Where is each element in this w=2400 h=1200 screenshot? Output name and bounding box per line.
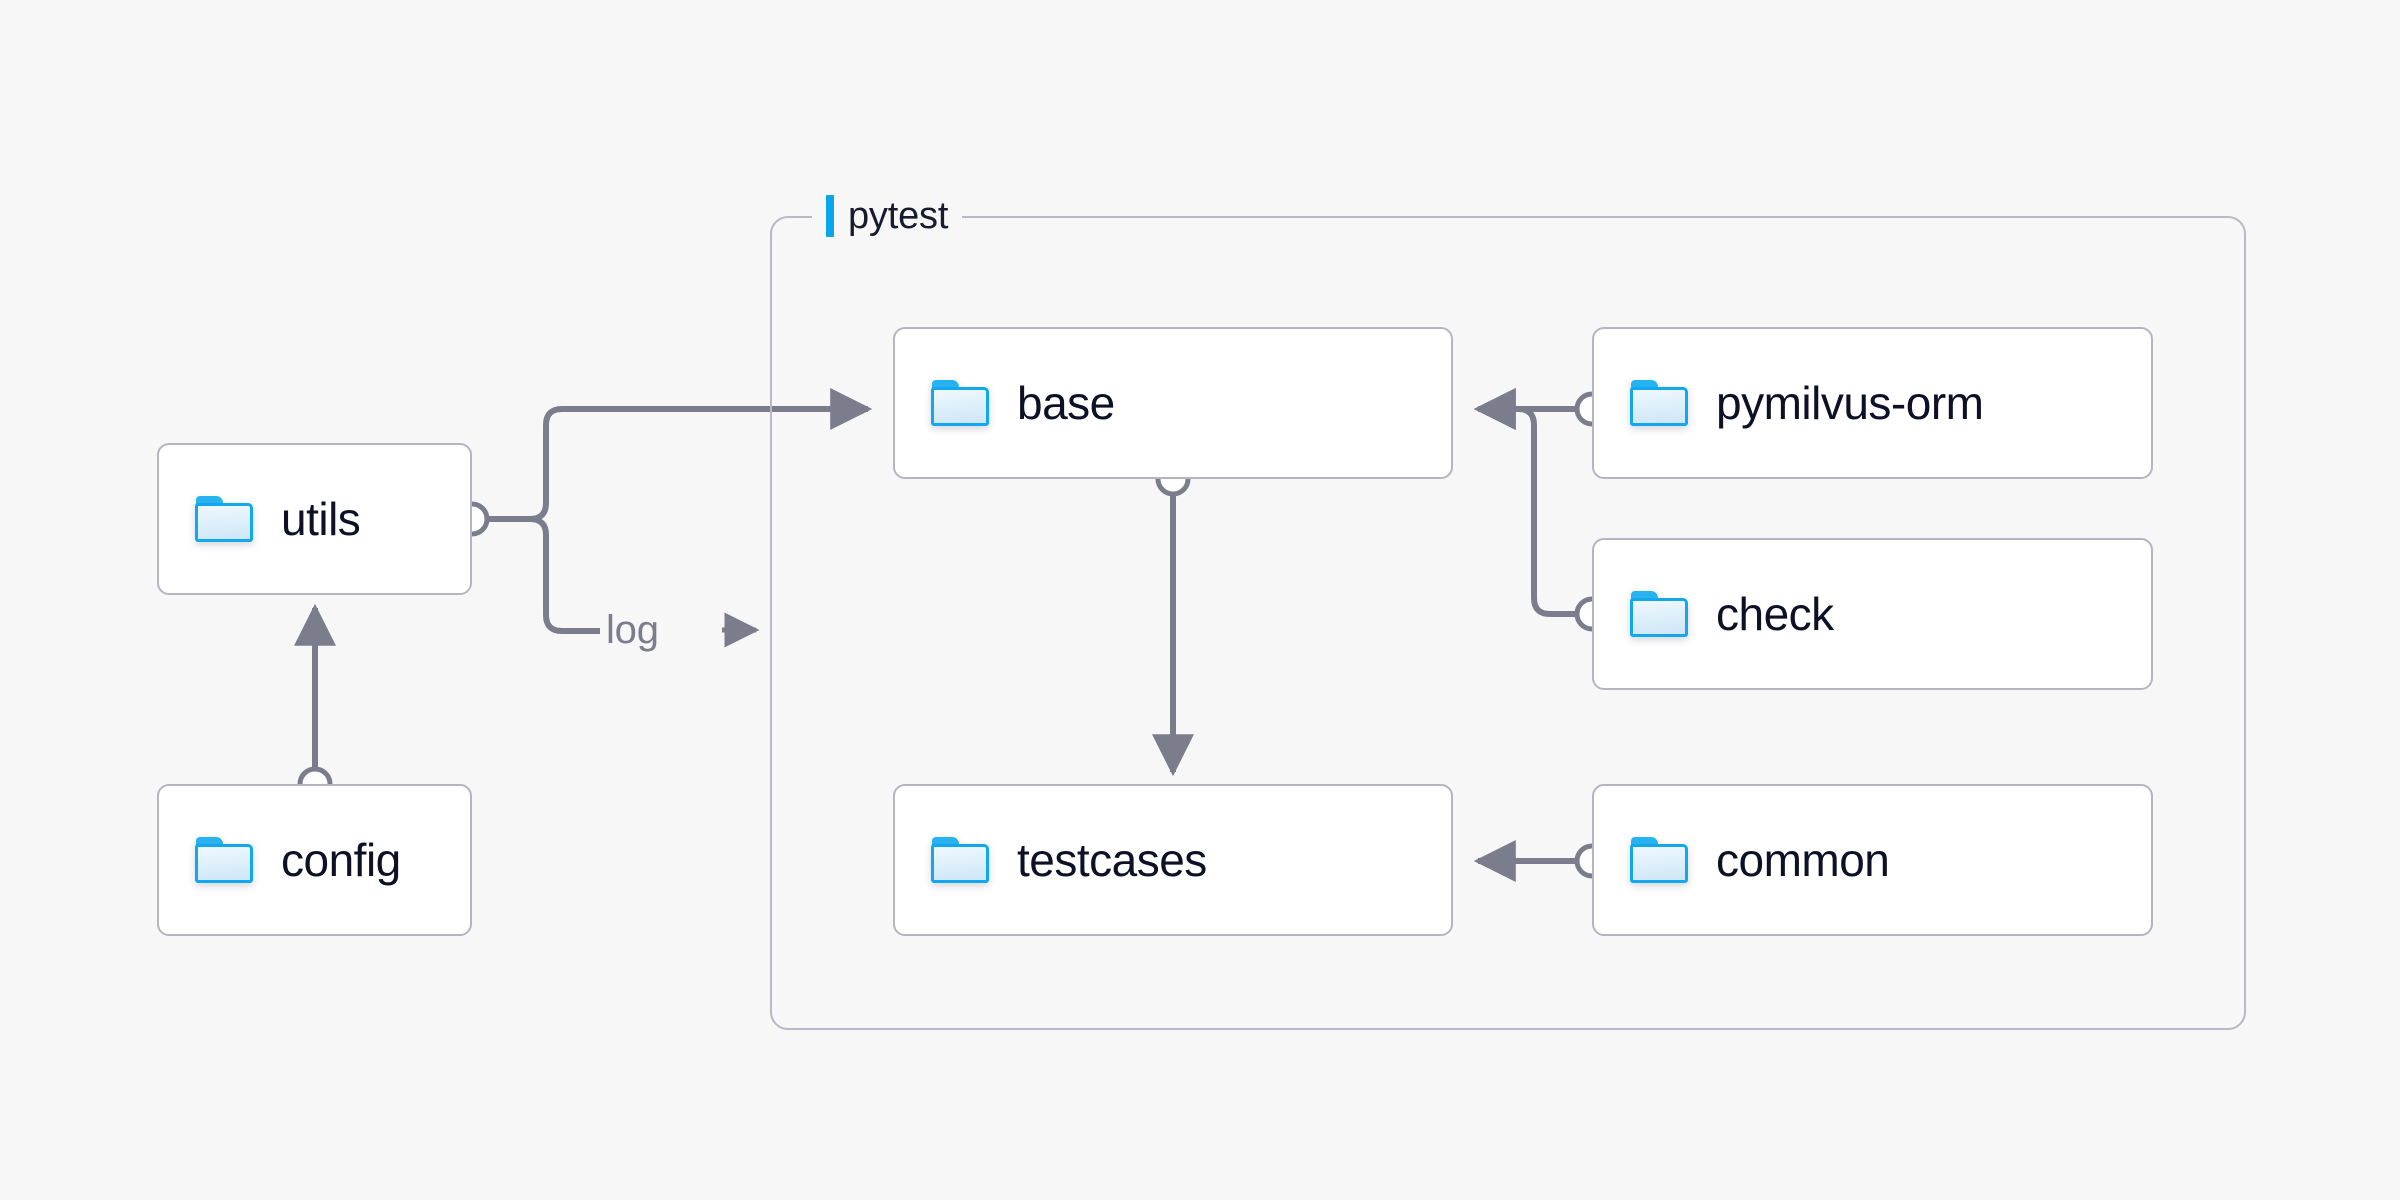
folder-icon (1630, 380, 1688, 426)
node-pymilvus-orm-label: pymilvus-orm (1716, 377, 1984, 429)
folder-icon (931, 837, 989, 883)
edge-utils-to-log (488, 516, 600, 634)
folder-icon (195, 837, 253, 883)
group-pytest-title: pytest (848, 195, 949, 237)
accent-bar-icon (826, 195, 834, 237)
node-check[interactable]: check (1592, 538, 2153, 690)
folder-icon (1630, 837, 1688, 883)
node-pymilvus-orm[interactable]: pymilvus-orm (1592, 327, 2153, 479)
node-common[interactable]: common (1592, 784, 2153, 936)
node-base[interactable]: base (893, 327, 1453, 479)
node-common-label: common (1716, 834, 1890, 886)
node-config[interactable]: config (157, 784, 472, 936)
node-utils[interactable]: utils (157, 443, 472, 595)
folder-icon (1630, 591, 1688, 637)
node-check-label: check (1716, 588, 1834, 640)
node-testcases-label: testcases (1017, 834, 1207, 886)
edge-label-log: log (606, 608, 659, 652)
group-pytest-label: pytest (812, 193, 963, 239)
node-config-label: config (281, 834, 401, 886)
node-testcases[interactable]: testcases (893, 784, 1453, 936)
node-base-label: base (1017, 377, 1115, 429)
folder-icon (195, 496, 253, 542)
group-pytest (770, 216, 2246, 1030)
node-utils-label: utils (281, 493, 361, 545)
folder-icon (931, 380, 989, 426)
